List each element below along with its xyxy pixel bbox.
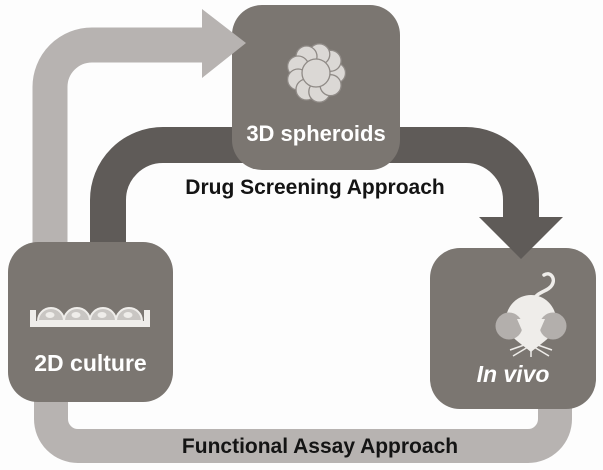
node-label-in-vivo: In vivo bbox=[476, 361, 550, 387]
node-label-3d-spheroids: 3D spheroids bbox=[246, 121, 386, 146]
light-arrow-2d-to-3d-shaft bbox=[32, 27, 203, 252]
node-2d-culture bbox=[8, 242, 173, 402]
drug-screening-approach-label: Drug Screening Approach bbox=[185, 176, 445, 199]
functional-assay-approach-label: Functional Assay Approach bbox=[181, 435, 459, 458]
node-label-2d-culture: 2D culture bbox=[34, 350, 147, 376]
